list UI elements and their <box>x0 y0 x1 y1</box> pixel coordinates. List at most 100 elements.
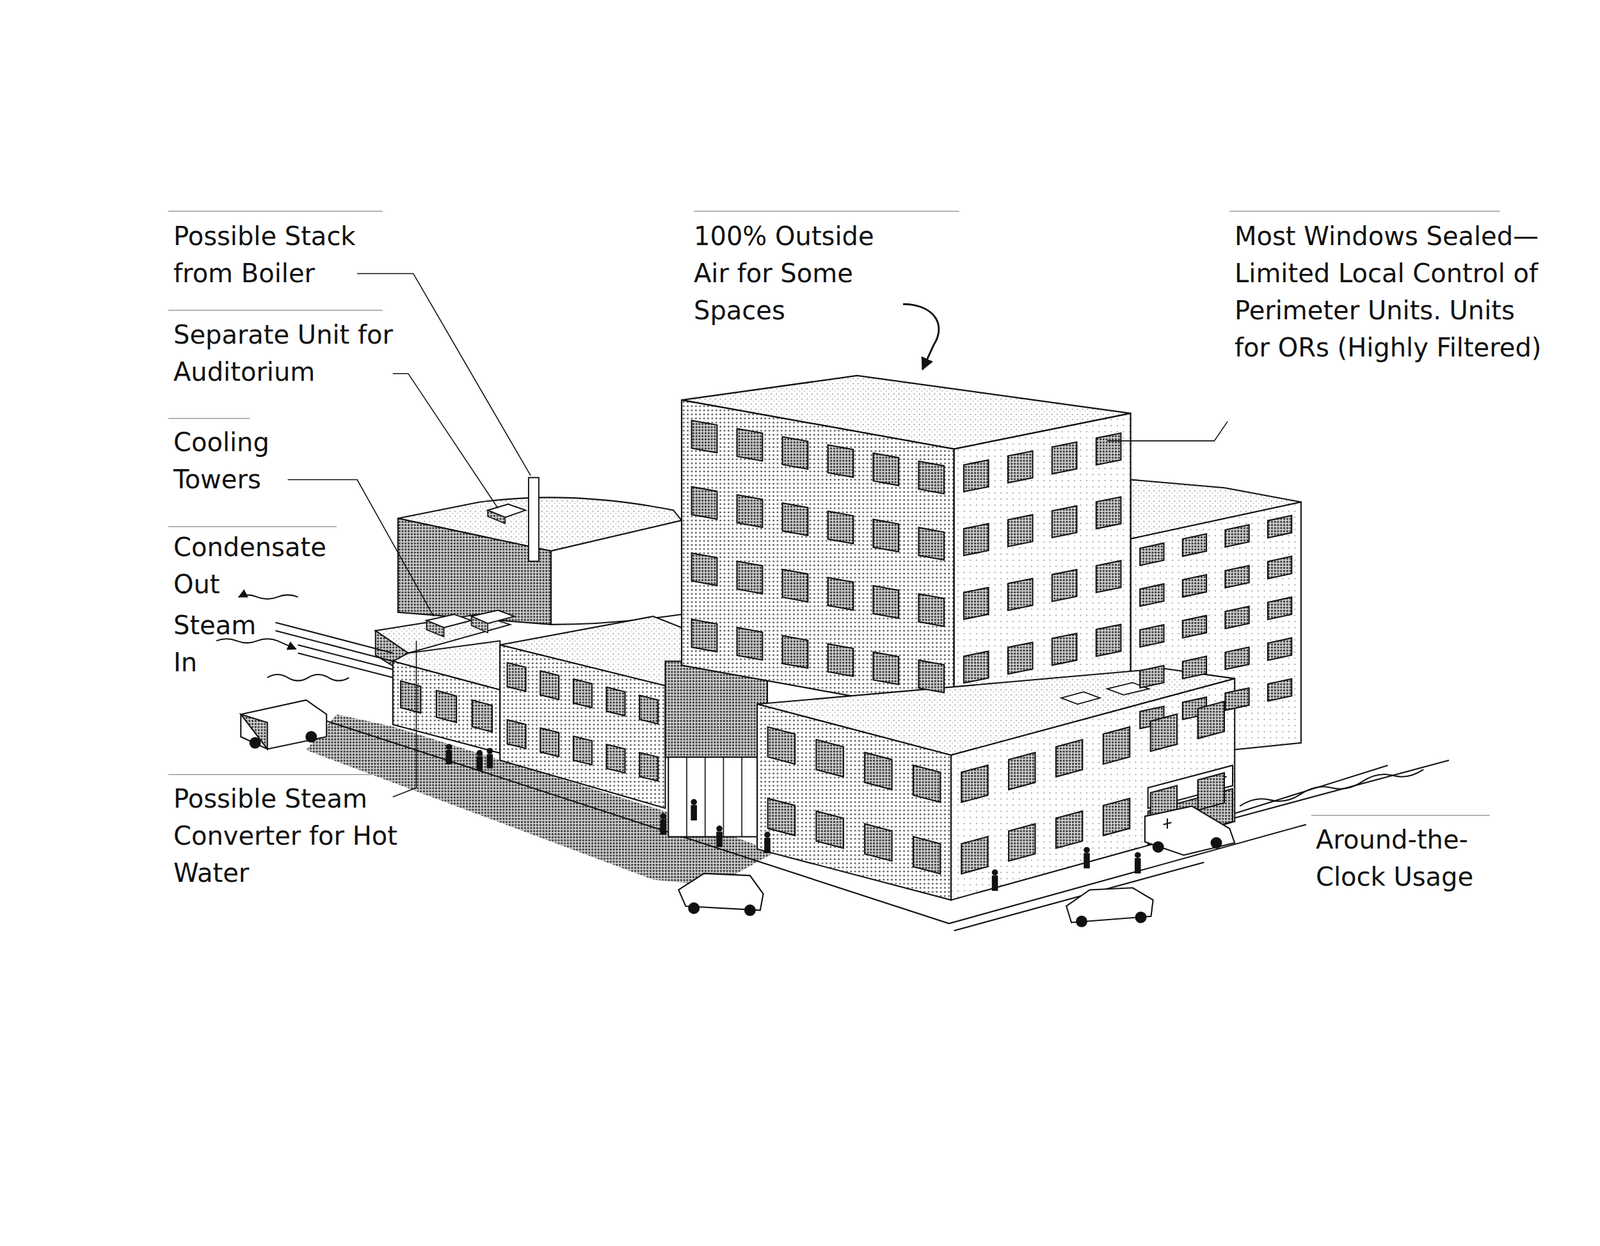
window <box>1096 624 1122 657</box>
window <box>1182 533 1207 557</box>
condensate-pipe <box>275 622 393 654</box>
person <box>487 748 494 755</box>
vehicles <box>240 700 1235 927</box>
leader-line <box>357 273 531 476</box>
window <box>918 660 944 694</box>
label-rule <box>168 211 383 212</box>
window <box>1267 638 1292 661</box>
window <box>1224 647 1249 670</box>
person <box>1083 846 1090 854</box>
label-rule <box>1311 814 1490 816</box>
window <box>918 527 944 560</box>
window <box>961 765 988 803</box>
window <box>768 798 795 836</box>
window <box>639 752 658 782</box>
window <box>864 752 892 790</box>
window <box>436 690 457 723</box>
person <box>446 750 453 765</box>
window <box>768 727 795 765</box>
window <box>782 503 809 536</box>
window <box>1224 565 1249 589</box>
window <box>828 444 854 478</box>
ambulance <box>1144 806 1235 856</box>
person <box>1134 851 1142 859</box>
wavy-line <box>267 674 350 681</box>
callout-label: Condensate Out <box>173 528 360 603</box>
wing-wall <box>1130 502 1302 761</box>
wheel <box>688 903 699 914</box>
pipes <box>216 304 1424 806</box>
person <box>764 832 771 839</box>
window <box>1182 615 1207 639</box>
front-wall <box>757 704 952 900</box>
callout-label: 100% Outside Air for Some Spaces <box>693 217 899 329</box>
van-front <box>240 714 267 749</box>
window <box>639 695 658 725</box>
window <box>872 519 899 553</box>
window <box>963 523 989 556</box>
window <box>872 652 899 685</box>
person <box>446 743 453 751</box>
auditorium-drum <box>551 520 682 625</box>
window <box>1008 642 1033 675</box>
mullion <box>741 757 743 837</box>
wheel <box>305 731 317 742</box>
person <box>660 819 667 835</box>
cooling-tower-side <box>426 620 444 638</box>
window <box>1224 688 1249 711</box>
window <box>472 700 493 733</box>
window <box>1267 515 1292 539</box>
condensate-arrow <box>238 595 298 600</box>
wheel <box>1076 916 1087 927</box>
window <box>737 428 763 462</box>
window <box>1056 739 1083 777</box>
label-rule <box>168 774 383 776</box>
front-wall <box>951 678 1235 900</box>
window <box>1198 773 1225 811</box>
leader-lines <box>288 273 1228 797</box>
outside-air-arrow <box>903 304 939 370</box>
window <box>963 651 989 684</box>
window <box>1096 560 1122 593</box>
person <box>476 750 484 757</box>
person <box>476 756 484 771</box>
window <box>816 810 843 848</box>
window <box>691 619 718 653</box>
window <box>1139 665 1164 688</box>
person <box>992 875 999 891</box>
person <box>764 837 771 854</box>
callout-label: Steam In <box>173 606 276 681</box>
label-rule <box>168 417 251 419</box>
window <box>691 552 718 586</box>
mullion <box>723 757 725 837</box>
wheel <box>744 904 756 916</box>
window <box>1182 656 1207 680</box>
tower-wall <box>954 413 1131 715</box>
wheel <box>1211 837 1222 848</box>
callout-label: Possible Steam Converter for Hot Water <box>173 780 404 892</box>
window <box>872 453 899 486</box>
window <box>573 736 592 765</box>
window <box>1139 624 1164 648</box>
label-rule <box>168 309 383 311</box>
window <box>918 593 944 627</box>
person <box>690 805 697 821</box>
window <box>963 587 989 620</box>
label-rule <box>693 211 960 212</box>
window <box>864 823 892 861</box>
tower-wall <box>681 400 955 715</box>
mullion <box>704 757 706 837</box>
window <box>737 494 763 528</box>
window <box>828 577 854 610</box>
window <box>828 511 854 544</box>
window <box>540 728 559 758</box>
person <box>660 813 667 820</box>
window <box>573 679 592 708</box>
windows <box>400 420 1292 874</box>
block-wall <box>499 645 665 809</box>
callout-label: Around-the-Clock Usage <box>1315 821 1515 896</box>
window <box>782 635 809 669</box>
window <box>1008 578 1033 611</box>
window <box>816 739 843 777</box>
callout-label: Most Windows Sealed—Limited Local Contro… <box>1234 217 1555 367</box>
